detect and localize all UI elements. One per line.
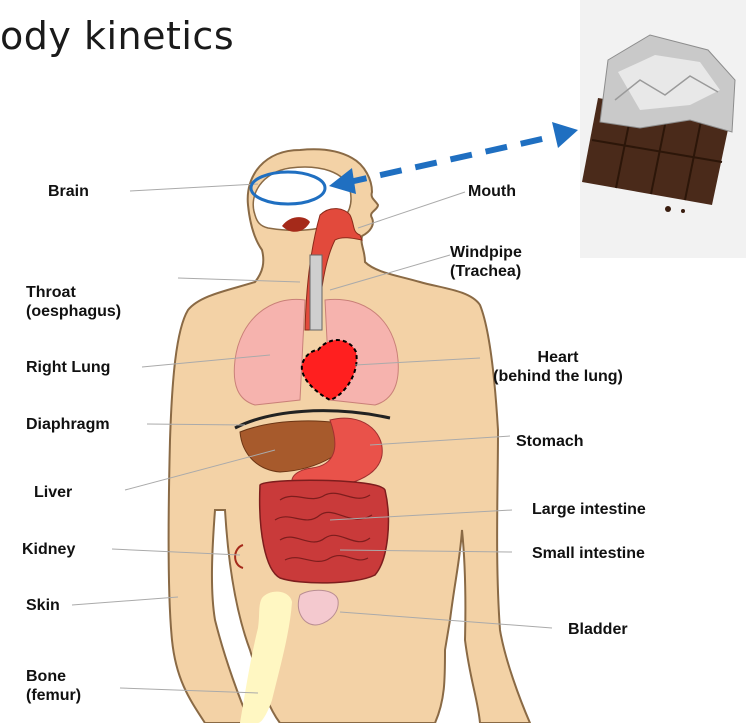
label-throat-line1: Throat xyxy=(26,283,121,302)
label-kidney: Kidney xyxy=(22,540,75,559)
label-right-lung: Right Lung xyxy=(26,358,110,377)
label-windpipe-line1: Windpipe xyxy=(450,243,522,262)
label-windpipe: Windpipe (Trachea) xyxy=(450,243,522,281)
label-liver: Liver xyxy=(34,483,72,502)
label-bladder: Bladder xyxy=(568,620,628,639)
label-heart-line1: Heart xyxy=(482,348,634,367)
label-heart-line2: (behind the lung) xyxy=(482,367,634,386)
label-small-intestine: Small intestine xyxy=(532,544,645,563)
label-throat: Throat (oesphagus) xyxy=(26,283,121,321)
label-large-intestine: Large intestine xyxy=(532,500,646,519)
chocolate-bar-image xyxy=(580,0,746,258)
label-throat-line2: (oesphagus) xyxy=(26,302,121,321)
label-bone-line1: Bone xyxy=(26,667,81,686)
trachea xyxy=(310,255,322,330)
label-skin: Skin xyxy=(26,596,60,615)
dashed-arrow-line xyxy=(345,135,560,183)
label-stomach: Stomach xyxy=(516,432,584,451)
label-bone: Bone (femur) xyxy=(26,667,81,705)
label-windpipe-line2: (Trachea) xyxy=(450,262,522,281)
label-bone-line2: (femur) xyxy=(26,686,81,705)
label-brain: Brain xyxy=(48,182,89,201)
label-diaphragm: Diaphragm xyxy=(26,415,110,434)
arrowhead-right xyxy=(552,122,578,148)
label-mouth: Mouth xyxy=(468,182,516,201)
label-heart: Heart (behind the lung) xyxy=(482,348,634,386)
